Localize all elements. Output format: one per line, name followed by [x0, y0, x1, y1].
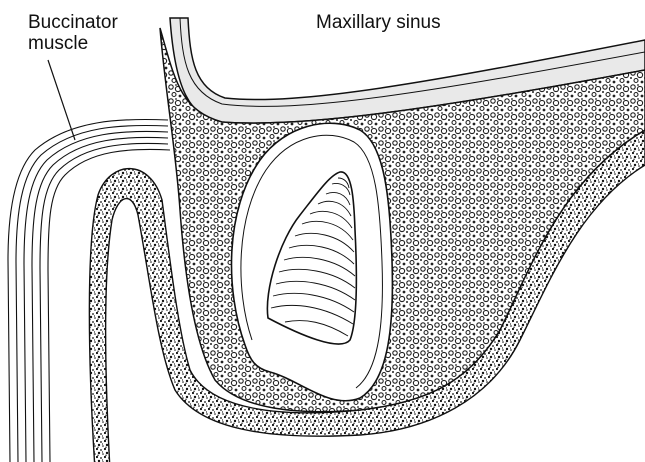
maxillary-sinus-label: Maxillary sinus	[316, 12, 441, 33]
buccinator-leader-line	[48, 60, 75, 140]
buccinator-muscle-label: Buccinator muscle	[28, 12, 118, 54]
buccinator-label-line-2: muscle	[28, 33, 118, 54]
buccinator-label-line-1: Buccinator	[28, 12, 118, 33]
